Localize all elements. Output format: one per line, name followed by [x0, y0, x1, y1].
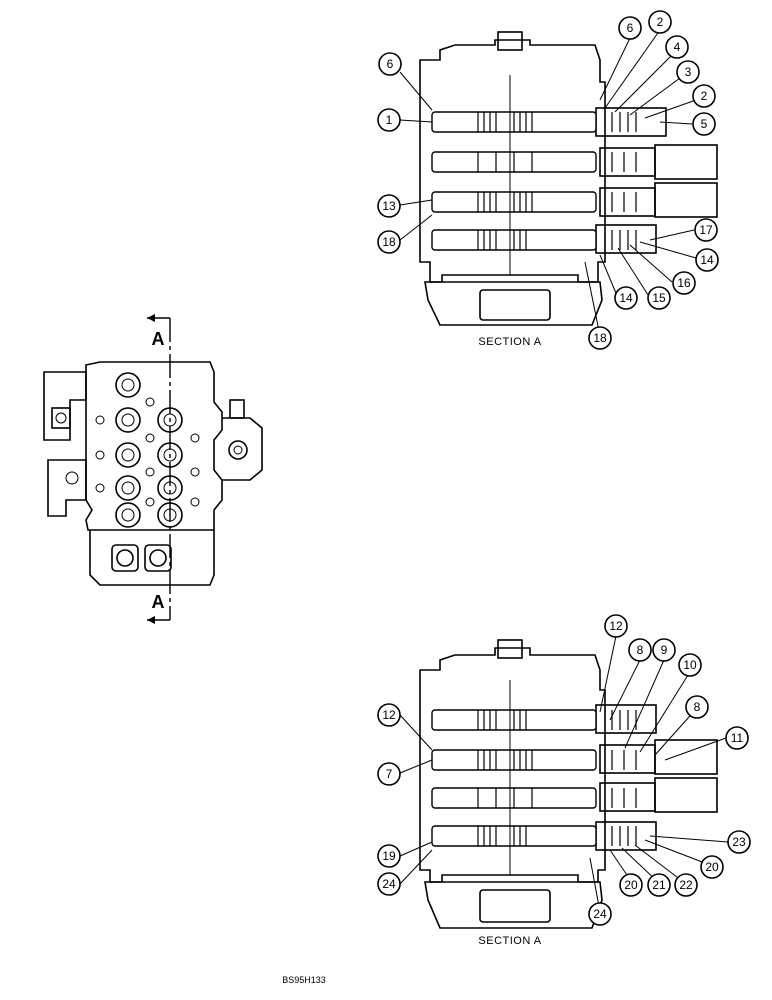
callout-19: 19 [377, 844, 401, 868]
svg-text:24: 24 [593, 907, 607, 921]
callout-20: 20 [619, 873, 643, 897]
spool-row-4 [431, 229, 637, 251]
callout-24: 24 [377, 872, 401, 896]
svg-text:20: 20 [624, 878, 638, 892]
callout-21: 21 [647, 873, 671, 897]
callout-2: 2 [692, 84, 716, 108]
svg-text:10: 10 [683, 658, 697, 672]
callouts-bottom: 12 8 9 10 8 11 12 7 23 20 22 21 20 24 19… [377, 614, 751, 926]
svg-text:1: 1 [386, 113, 393, 127]
svg-text:3: 3 [685, 65, 692, 79]
section-view-bottom: 12 8 9 10 8 11 12 7 23 20 22 21 20 24 19… [377, 614, 751, 947]
callout-18: 18 [377, 230, 401, 254]
svg-text:2: 2 [657, 15, 664, 29]
callout-2: 2 [648, 10, 672, 34]
svg-text:17: 17 [699, 223, 713, 237]
callout-3: 3 [676, 60, 700, 84]
svg-text:13: 13 [382, 199, 396, 213]
callout-leaders-top [399, 29, 697, 337]
callout-1: 1 [377, 108, 401, 132]
callout-6: 6 [378, 52, 402, 76]
callout-9: 9 [652, 638, 676, 662]
svg-text:9: 9 [661, 643, 668, 657]
callout-7: 7 [377, 762, 401, 786]
section-caption-bottom: SECTION A [478, 935, 541, 947]
svg-text:18: 18 [382, 235, 396, 249]
callout-23: 23 [727, 830, 751, 854]
callout-20: 20 [700, 855, 724, 879]
svg-text:12: 12 [382, 708, 396, 722]
svg-text:15: 15 [652, 291, 666, 305]
callout-leaders-bottom [399, 635, 729, 913]
figure-code: BS95H133 [282, 975, 326, 985]
svg-text:22: 22 [679, 878, 693, 892]
callout-12: 12 [604, 614, 628, 638]
callout-16: 16 [672, 271, 696, 295]
section-caption-top: SECTION A [478, 336, 541, 348]
svg-text:21: 21 [652, 878, 666, 892]
callout-14: 14 [614, 286, 638, 310]
callout-14: 14 [695, 248, 719, 272]
svg-text:24: 24 [382, 877, 396, 891]
svg-text:4: 4 [674, 40, 681, 54]
callout-22: 22 [674, 873, 698, 897]
svg-text:14: 14 [700, 253, 714, 267]
svg-text:20: 20 [705, 860, 719, 874]
callout-4: 4 [665, 35, 689, 59]
section-marker-bottom: A [152, 592, 165, 612]
callout-18: 18 [588, 326, 612, 350]
svg-text:14: 14 [619, 291, 633, 305]
valve-external-view [43, 361, 263, 586]
spool-row-4 [431, 825, 637, 847]
callout-15: 15 [647, 286, 671, 310]
spool-row-2 [431, 151, 637, 173]
spool-row-3 [431, 191, 637, 213]
callout-24: 24 [588, 902, 612, 926]
callout-8: 8 [628, 638, 652, 662]
svg-text:16: 16 [677, 276, 691, 290]
callout-8: 8 [685, 695, 709, 719]
svg-text:5: 5 [701, 117, 708, 131]
callout-10: 10 [678, 653, 702, 677]
section-view-top: 6 2 4 3 2 5 6 1 13 18 17 14 16 15 14 18 … [377, 10, 719, 350]
svg-text:6: 6 [387, 57, 394, 71]
svg-text:23: 23 [732, 835, 746, 849]
svg-text:6: 6 [627, 21, 634, 35]
svg-text:7: 7 [386, 767, 393, 781]
svg-text:2: 2 [701, 89, 708, 103]
section-marker-top: A [152, 329, 165, 349]
callouts-top: 6 2 4 3 2 5 6 1 13 18 17 14 16 15 14 18 [377, 10, 719, 350]
callout-12: 12 [377, 703, 401, 727]
svg-text:8: 8 [637, 643, 644, 657]
callout-17: 17 [694, 218, 718, 242]
svg-text:11: 11 [731, 731, 744, 745]
port-array [95, 372, 200, 528]
svg-text:8: 8 [694, 700, 701, 714]
callout-13: 13 [377, 194, 401, 218]
svg-text:12: 12 [609, 619, 623, 633]
callout-6: 6 [618, 16, 642, 40]
section-cut-line: A A [147, 314, 171, 624]
svg-text:19: 19 [382, 849, 396, 863]
callout-5: 5 [692, 112, 716, 136]
svg-text:18: 18 [593, 331, 607, 345]
spool-row-1 [431, 709, 637, 731]
callout-11: 11 [725, 726, 749, 750]
spool-row-3 [431, 787, 637, 809]
